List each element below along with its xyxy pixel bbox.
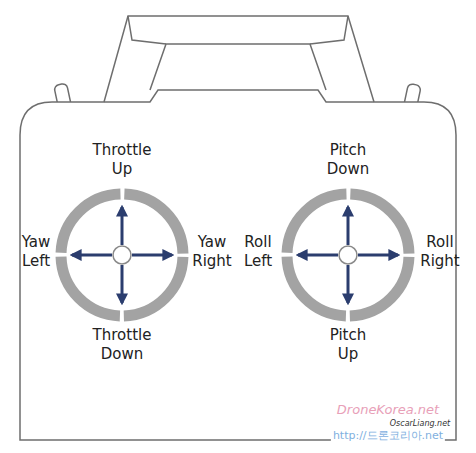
stick-label: Yaw Right <box>192 233 232 271</box>
watermark: http://드론코리아.net <box>331 429 445 443</box>
stick-label: Pitch Up <box>330 326 367 364</box>
stick-label: Yaw Left <box>22 233 51 271</box>
stick-center <box>113 246 357 264</box>
stick-label: Pitch Down <box>327 141 370 179</box>
direction-arrows <box>72 207 398 303</box>
stick-ring <box>61 194 409 316</box>
stick-label: Throttle Down <box>93 326 152 364</box>
transmitter-outline <box>20 16 456 440</box>
watermark: OscarLiang.net <box>388 418 452 429</box>
watermark: DroneKorea.net <box>335 402 441 418</box>
stick-label: Roll Right <box>420 233 460 271</box>
stick-label: Throttle Up <box>93 141 152 179</box>
stick-label: Roll Left <box>244 233 272 271</box>
